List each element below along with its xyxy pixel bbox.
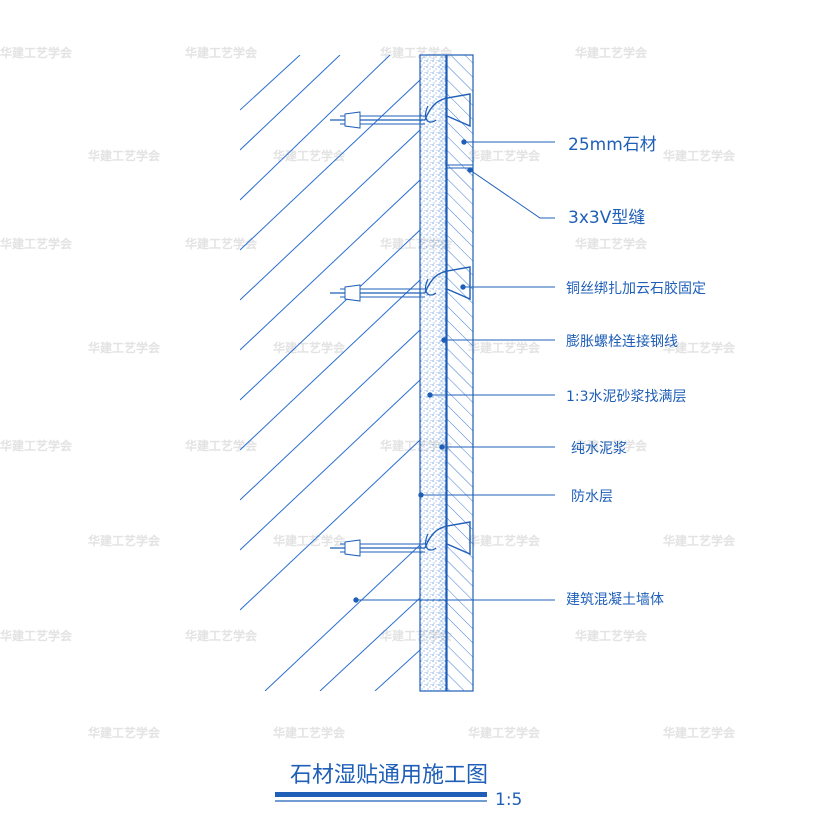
title-underline-thick xyxy=(275,792,487,797)
watermark-text: 华建工艺学会 xyxy=(273,533,346,548)
anchor-bolt-top xyxy=(330,93,471,129)
label-expansion-bolt: 膨胀螺栓连接钢线 xyxy=(566,333,678,350)
watermark-text: 华建工艺学会 xyxy=(663,533,736,548)
watermark-text: 华建工艺学会 xyxy=(468,725,541,740)
drawing-scale: 1:5 xyxy=(495,790,522,810)
leader-lines xyxy=(353,139,555,603)
watermark-text: 华建工艺学会 xyxy=(88,148,161,163)
watermark-text: 华建工艺学会 xyxy=(185,236,258,251)
drawing-title: 石材湿贴通用施工图 xyxy=(290,763,488,788)
watermark-text: 华建工艺学会 xyxy=(88,725,161,740)
concrete-wall-hatch xyxy=(240,55,420,691)
watermark-text: 华建工艺学会 xyxy=(663,148,736,163)
label-waterproof-layer: 防水层 xyxy=(571,489,613,505)
watermark-text: 华建工艺学会 xyxy=(185,628,258,643)
watermark-text: 华建工艺学会 xyxy=(273,340,346,355)
anchor-bolt-middle xyxy=(330,266,471,302)
watermark-text: 华建工艺学会 xyxy=(0,438,73,453)
watermark-text: 华建工艺学会 xyxy=(575,628,648,643)
watermark-text: 华建工艺学会 xyxy=(88,340,161,355)
watermark-text: 华建工艺学会 xyxy=(468,533,541,548)
watermark-text: 华建工艺学会 xyxy=(185,45,258,60)
label-mortar-layer: 1:3水泥砂浆找满层 xyxy=(566,389,687,405)
cement-paste-layer xyxy=(440,55,447,691)
watermark-text: 华建工艺学会 xyxy=(0,45,73,60)
watermark-text: 华建工艺学会 xyxy=(0,236,73,251)
watermark-text: 华建工艺学会 xyxy=(88,533,161,548)
watermark-text: 华建工艺学会 xyxy=(575,45,648,60)
label-v-joint: 3x3V型缝 xyxy=(568,208,645,228)
watermark-text: 华建工艺学会 xyxy=(575,438,648,453)
watermark-text: 华建工艺学会 xyxy=(663,340,736,355)
watermark-text: 华建工艺学会 xyxy=(468,148,541,163)
watermark-text: 华建工艺学会 xyxy=(468,340,541,355)
label-copper-wire: 铜丝绑扎加云石胶固定 xyxy=(566,280,706,297)
watermark-text: 华建工艺学会 xyxy=(663,725,736,740)
anchor-bolt-bottom xyxy=(330,521,471,557)
label-stone-25mm: 25mm石材 xyxy=(568,135,657,155)
watermark-text: 华建工艺学会 xyxy=(0,628,73,643)
label-cement-paste: 纯水泥浆 xyxy=(571,441,627,457)
label-concrete-wall: 建筑混凝土墙体 xyxy=(566,592,664,608)
watermark-text: 华建工艺学会 xyxy=(185,438,258,453)
watermark-text: 华建工艺学会 xyxy=(575,236,648,251)
watermark-text: 华建工艺学会 xyxy=(273,725,346,740)
stone-panel xyxy=(446,54,474,692)
watermark-text: 华建工艺学会 xyxy=(273,148,346,163)
